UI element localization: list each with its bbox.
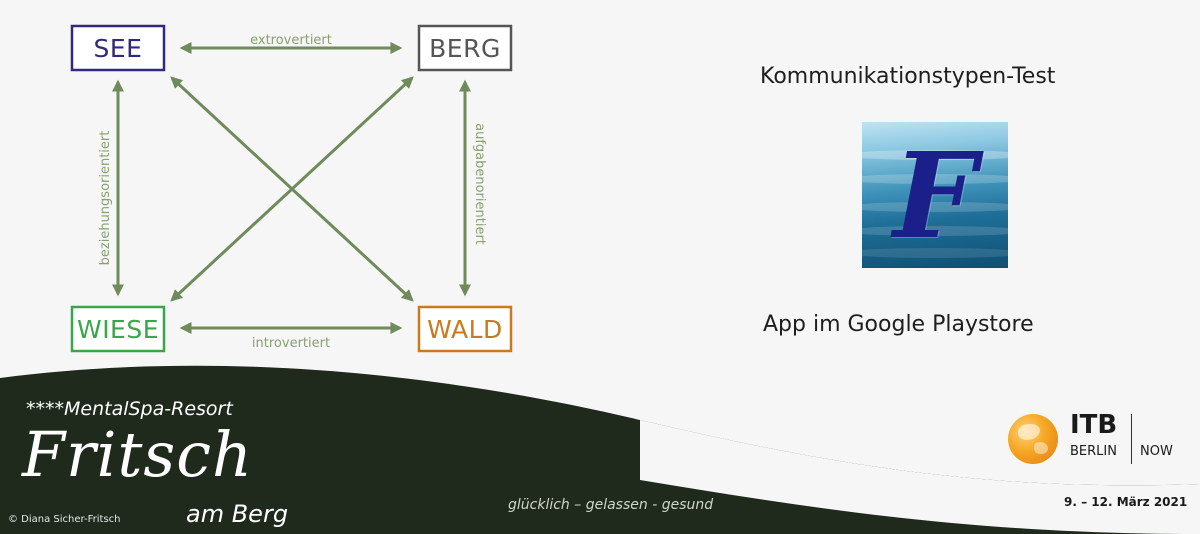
copyright-text: © Diana Sicher-Fritsch xyxy=(8,514,121,525)
edge-label-top: extrovertiert xyxy=(250,33,332,48)
node-wald: WALD xyxy=(417,305,513,353)
brand-resort-name: ****MentalSpa-Resort xyxy=(26,398,233,420)
itb-now-text: NOW xyxy=(1140,444,1173,459)
node-berg-label: BERG xyxy=(429,34,501,63)
brand-am-berg: am Berg xyxy=(186,500,289,528)
node-wiese-box xyxy=(70,305,166,353)
slogan-text: glücklich – gelassen - gesund xyxy=(508,497,714,513)
node-wald-box xyxy=(417,305,513,353)
node-berg-box xyxy=(417,24,513,72)
node-wiese: WIESE xyxy=(70,305,166,353)
app-icon-letter: F xyxy=(893,126,977,265)
node-berg: BERG xyxy=(417,24,513,72)
itb-city-text: BERLIN xyxy=(1070,444,1117,459)
edge-berg-wiese-arrow xyxy=(170,76,414,302)
edge-label-bottom: introvertiert xyxy=(252,336,330,351)
node-see-box xyxy=(70,24,166,72)
footer-wave xyxy=(0,365,1200,534)
edge-label-left: beziehungsorientiert xyxy=(98,131,113,266)
node-see-label: SEE xyxy=(94,34,143,63)
itb-berlin-now-logo: ITB BERLIN NOW xyxy=(1006,410,1192,468)
test-title: Kommunikationstypen-Test xyxy=(760,64,1056,89)
node-wald-label: WALD xyxy=(427,315,503,344)
node-wiese-label: WIESE xyxy=(77,315,159,344)
brand-fritsch-logo: Fritsch xyxy=(22,418,253,491)
communication-types-diagram: extrovertiert introvertiert beziehungsor… xyxy=(70,24,513,353)
fritsch-app-icon: F xyxy=(862,122,1008,268)
globe-icon xyxy=(1008,414,1058,464)
node-see: SEE xyxy=(70,24,166,72)
edge-label-right: aufgabenorientiert xyxy=(472,123,487,245)
itb-main-text: ITB xyxy=(1070,410,1118,440)
event-date: 9. – 12. März 2021 xyxy=(1064,495,1188,509)
itb-separator xyxy=(1131,414,1132,464)
playstore-note: App im Google Playstore xyxy=(763,312,1034,337)
